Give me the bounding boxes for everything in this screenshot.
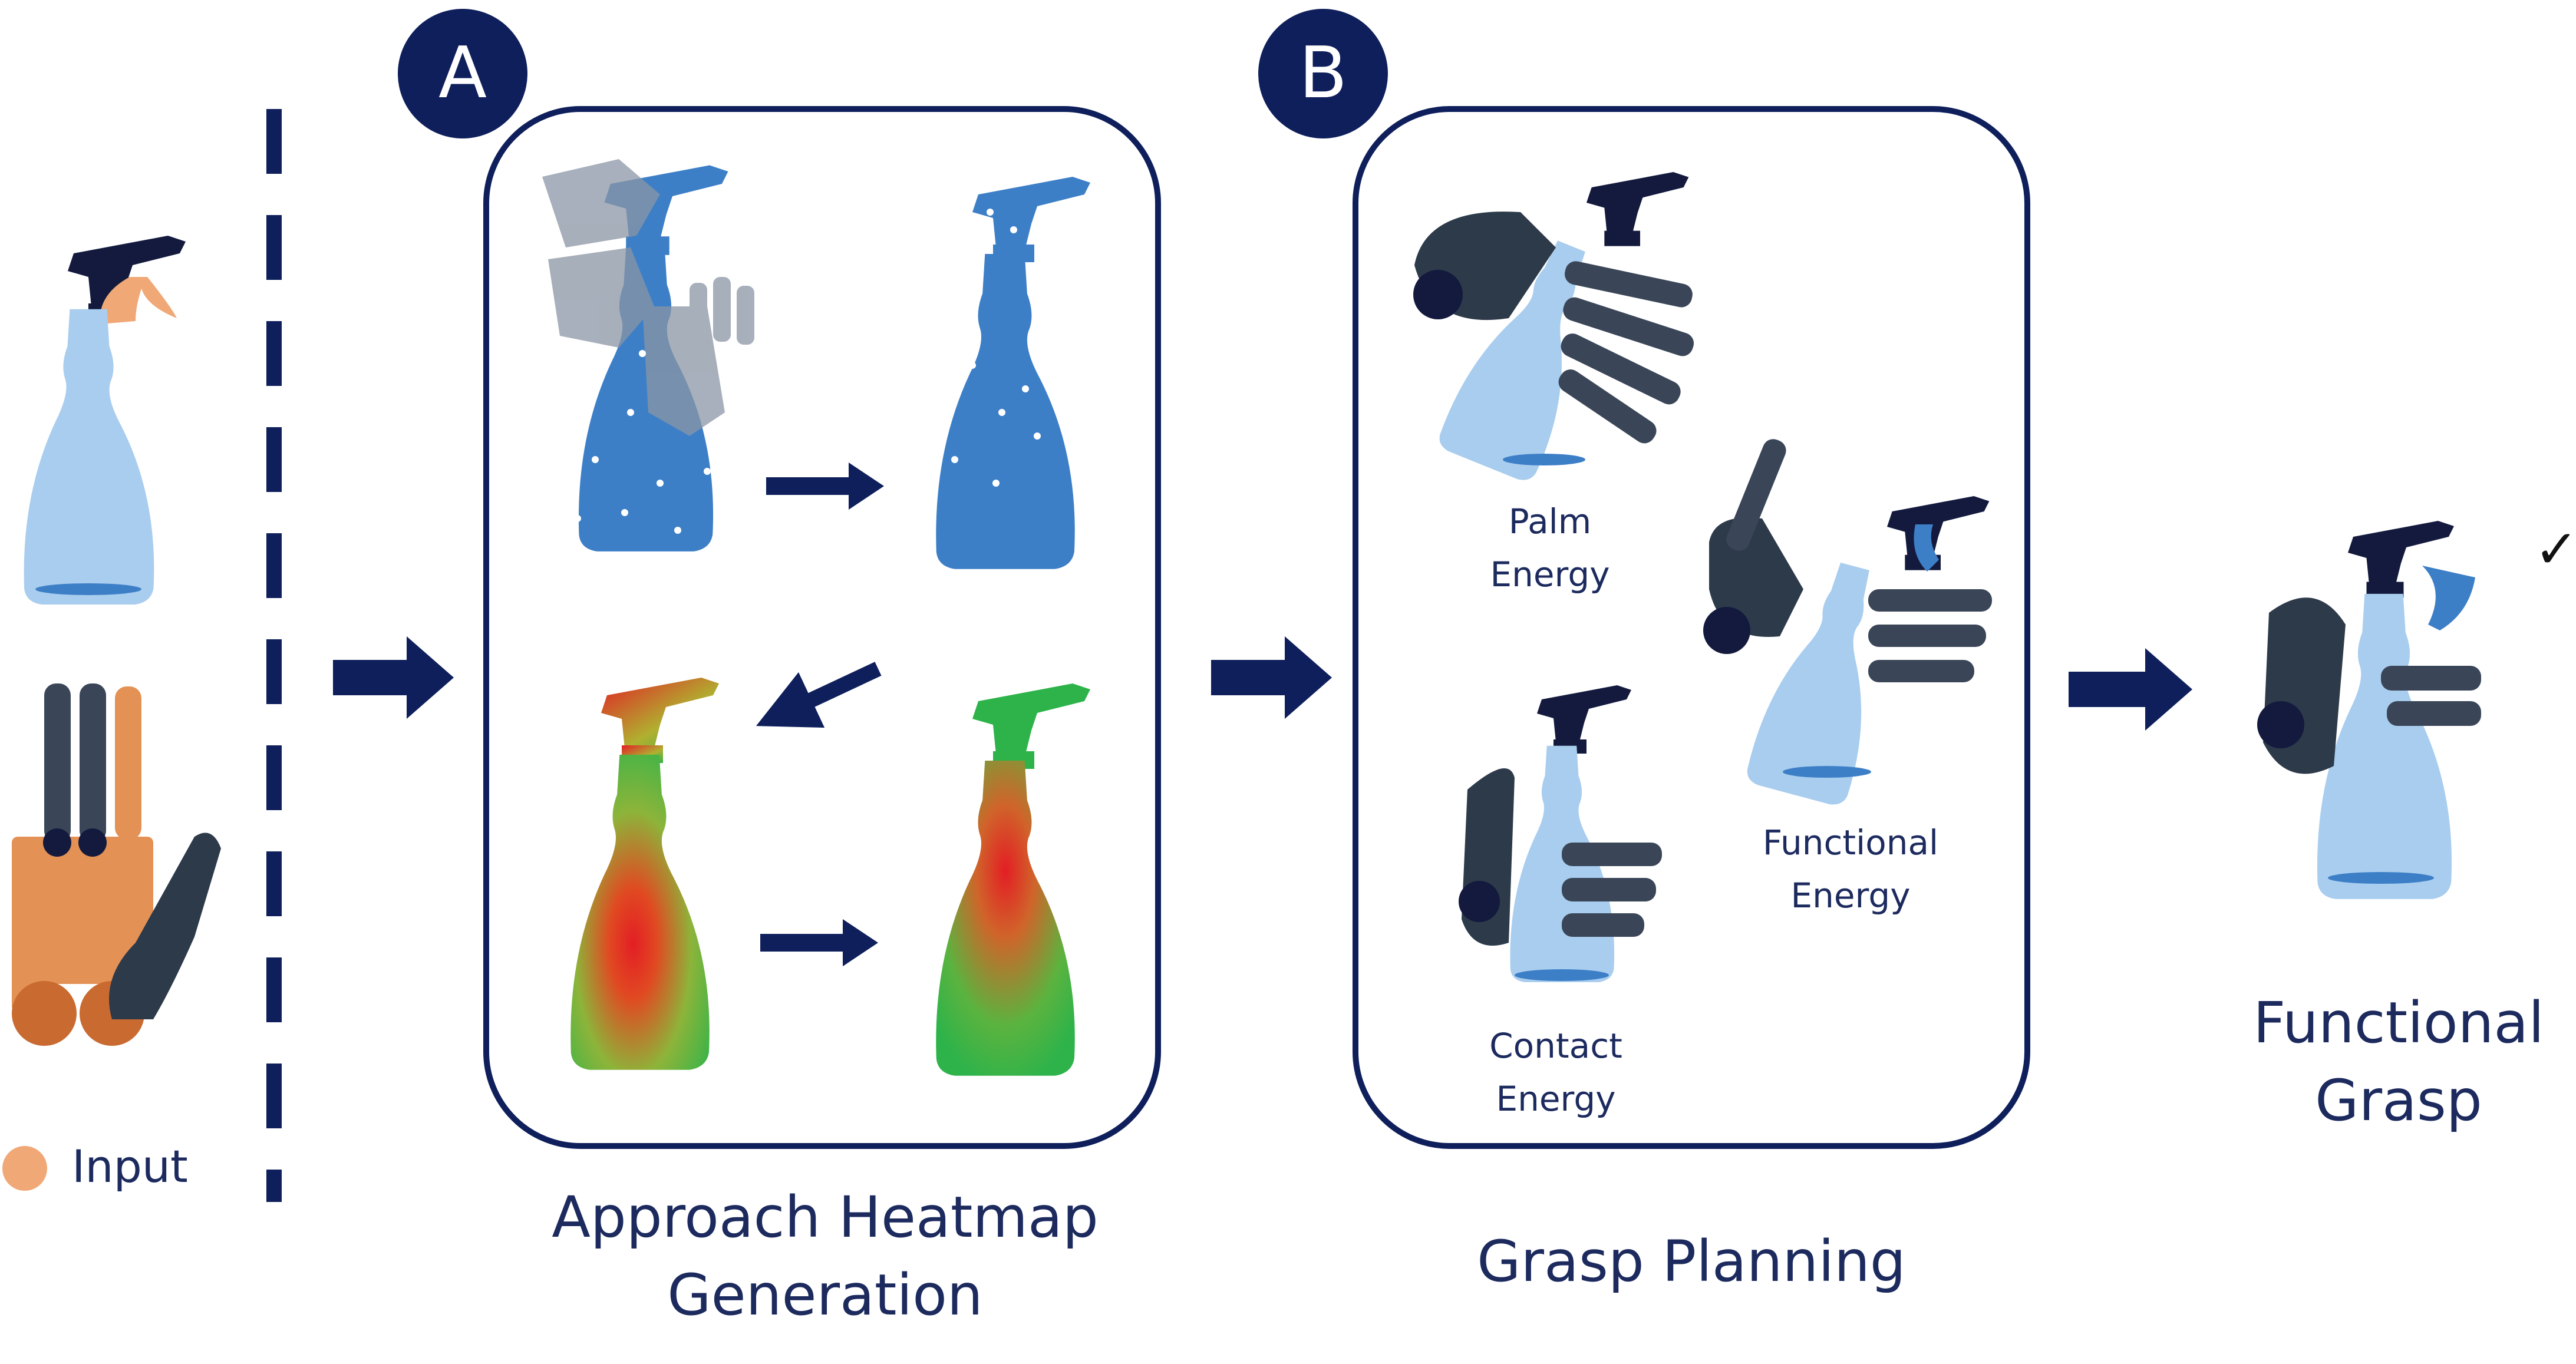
functional-energy-label: Functional Energy bbox=[1739, 816, 1962, 922]
arrow-right-icon bbox=[2069, 648, 2192, 731]
approach-heatmap-caption: Approach Heatmap Generation bbox=[519, 1178, 1132, 1334]
functional-grasp-result bbox=[2257, 521, 2481, 899]
arrow-right-icon bbox=[766, 463, 884, 510]
palm-energy-grasp bbox=[1413, 172, 1694, 485]
approach-caption-line1: Approach Heatmap bbox=[552, 1184, 1099, 1250]
contact-energy-line1: Contact bbox=[1489, 1026, 1622, 1066]
palm-energy-line2: Energy bbox=[1490, 554, 1610, 595]
contact-energy-grasp bbox=[1459, 685, 1662, 982]
input-legend bbox=[2, 1146, 47, 1191]
bottle-approach-points bbox=[936, 177, 1090, 569]
input-legend-swatch bbox=[2, 1146, 47, 1191]
badge-a bbox=[398, 9, 527, 138]
input-bottle bbox=[24, 236, 186, 605]
palm-energy-label: Palm Energy bbox=[1462, 495, 1638, 601]
checkmark-icon: ✓ bbox=[2534, 518, 2576, 580]
bottle-with-sampled-hands bbox=[542, 159, 754, 551]
approach-caption-line2: Generation bbox=[667, 1262, 983, 1328]
heatmap-bottle-raw bbox=[570, 678, 719, 1070]
palm-energy-line1: Palm bbox=[1508, 501, 1592, 541]
arrow-right-icon bbox=[333, 636, 454, 719]
arrow-down-left-icon bbox=[756, 662, 882, 728]
contact-energy-line2: Energy bbox=[1496, 1079, 1616, 1119]
input-robot-hand bbox=[12, 683, 221, 1046]
heatmap-bottle-refined bbox=[936, 683, 1090, 1076]
badge-a-label: A bbox=[438, 32, 487, 114]
input-legend-label: Input bbox=[72, 1140, 188, 1193]
contact-energy-label: Contact Energy bbox=[1462, 1019, 1650, 1125]
functional-energy-line2: Energy bbox=[1790, 876, 1911, 916]
badge-b-label: B bbox=[1298, 32, 1348, 114]
functional-grasp-caption: Functional Grasp bbox=[2222, 984, 2575, 1140]
arrow-right-icon bbox=[1211, 636, 1332, 719]
panel-approach-heatmap bbox=[483, 106, 1161, 1149]
functional-energy-line1: Functional bbox=[1762, 823, 1939, 863]
functional-energy-grasp bbox=[1703, 439, 1992, 808]
functional-grasp-line2: Grasp bbox=[2315, 1068, 2482, 1134]
panel-grasp-planning bbox=[1353, 106, 2030, 1149]
functional-grasp-line1: Functional bbox=[2253, 990, 2544, 1056]
badge-b bbox=[1258, 9, 1388, 138]
grasp-planning-caption: Grasp Planning bbox=[1477, 1228, 1906, 1294]
arrow-right-icon bbox=[760, 919, 878, 966]
